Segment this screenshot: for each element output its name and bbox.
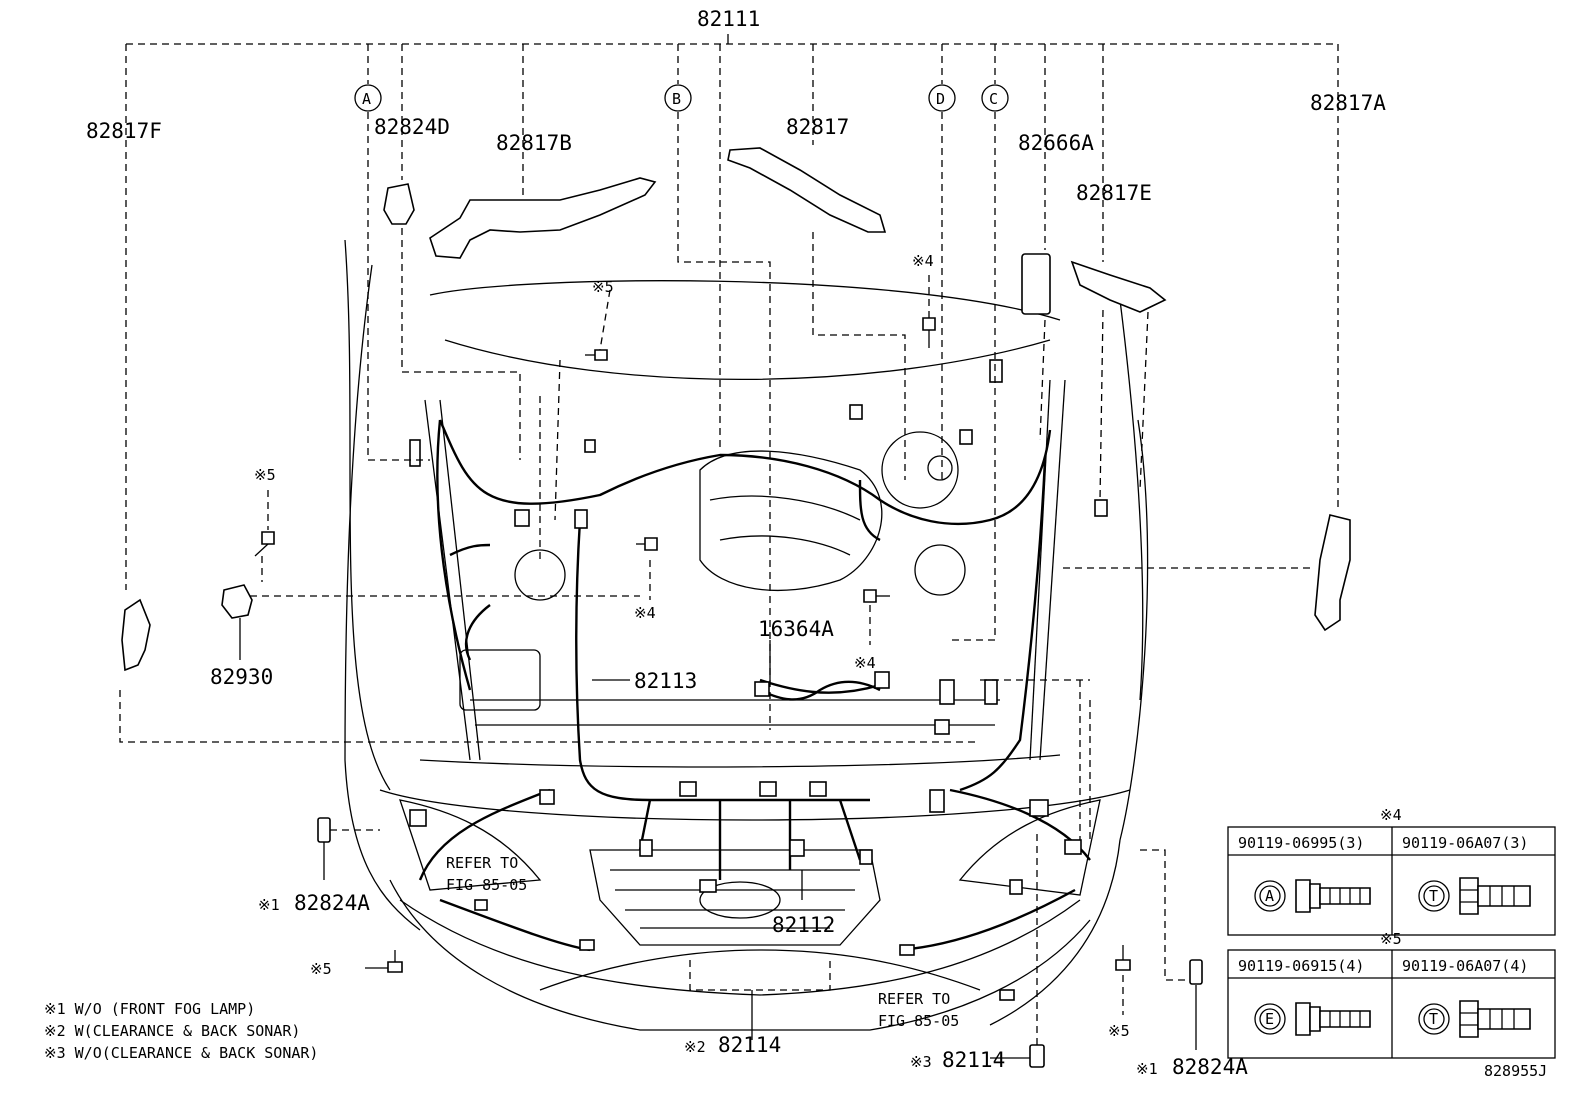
footnote-3: ※3 W/O(CLEARANCE & BACK SONAR) (44, 1044, 318, 1062)
table-note5-symbol-2: T (1429, 1010, 1438, 1028)
part-82824A-right-shape (1189, 959, 1203, 985)
engine-room-harness (409, 359, 1108, 1001)
label-82112: 82112 (772, 913, 835, 937)
part-82817B-shape (429, 177, 657, 259)
refer-notes: REFER TO FIG 85-05 REFER TO FIG 85-05 (446, 854, 959, 1030)
mark-note5-bolt-top: ※5 (592, 278, 614, 296)
refer-right-line1: REFER TO (878, 990, 950, 1008)
table-note4-partno-2: 90119-06A07(3) (1402, 834, 1528, 852)
label-82817E: 82817E (1076, 181, 1152, 205)
label-82930: 82930 (210, 665, 273, 689)
mark-note4-bolt-right: ※4 (854, 654, 876, 672)
refer-right-line2: FIG 85-05 (878, 1012, 959, 1030)
part-82930-shape (221, 584, 253, 619)
part-82817-shape (727, 147, 887, 233)
callout-A: A (362, 90, 371, 108)
callout-D: D (936, 90, 945, 108)
callout-C: C (989, 90, 998, 108)
label-82824A-left: 82824A (294, 891, 370, 915)
table-note4-partno-1: 90119-06995(3) (1238, 834, 1364, 852)
refer-left-line1: REFER TO (446, 854, 518, 872)
table-note5-header: ※5 (1380, 930, 1402, 948)
label-82113: 82113 (634, 669, 697, 693)
label-82114-right: 82114 (942, 1048, 1005, 1072)
mark-note5-bumper-left: ※5 (310, 960, 332, 978)
part-82824D-shape (383, 183, 415, 225)
bolt-flange-icon (1295, 879, 1311, 913)
refer-left-line2: FIG 85-05 (446, 876, 527, 894)
mark-note1-right: ※1 (1136, 1060, 1158, 1078)
fastener-table-note5: ※5 90119-06915(4) 90119-06A07(4) E T (1227, 930, 1556, 1059)
part-82817F-shape (121, 598, 151, 672)
mark-note5-bumper-right: ※5 (1108, 1022, 1130, 1040)
callout-B: B (672, 90, 681, 108)
part-82817E-shape (1070, 260, 1167, 313)
table-note5-symbol-1: E (1265, 1010, 1274, 1028)
callout-letters: A B D C (354, 84, 1009, 112)
leader-lines (119, 34, 1339, 1059)
label-16364A: 16364A (758, 617, 834, 641)
table-note5-partno-2: 90119-06A07(4) (1402, 957, 1528, 975)
mark-note1-left: ※1 (258, 896, 280, 914)
part-labels: 82111 82817F 82824D 82817B 82817 82666A … (86, 7, 1547, 1080)
mark-note4-bolt-center: ※4 (634, 604, 656, 622)
mark-note3-right: ※3 (910, 1053, 932, 1071)
vehicle-body-outline (344, 239, 1149, 1031)
fastener-table-note4: ※4 90119-06995(3) 90119-06A07(3) A T (1227, 806, 1556, 936)
footnote-1: ※1 W/O (FRONT FOG LAMP) (44, 1000, 255, 1018)
bolt-shapes (254, 317, 1131, 973)
table-note4-header: ※4 (1380, 806, 1402, 824)
footnotes: ※1 W/O (FRONT FOG LAMP) ※2 W(CLEARANCE &… (44, 1000, 318, 1062)
label-82114-center: 82114 (718, 1033, 781, 1057)
component-parts (121, 147, 1351, 1068)
part-82817A-shape (1314, 514, 1351, 632)
label-82666A: 82666A (1018, 131, 1094, 155)
table-note5-partno-1: 90119-06915(4) (1238, 957, 1364, 975)
mark-note4-bolt-top: ※4 (912, 252, 934, 270)
bolt-hex-icon (1459, 877, 1479, 915)
label-82817: 82817 (786, 115, 849, 139)
part-82666A-shape (1021, 253, 1051, 315)
part-82114-right-shape (1029, 1044, 1045, 1068)
mark-note2-center: ※2 (684, 1038, 706, 1056)
label-82817B: 82817B (496, 131, 572, 155)
table-note4-symbol-1: A (1265, 887, 1274, 905)
mark-note5-bolt-left: ※5 (254, 466, 276, 484)
label-82111: 82111 (697, 7, 760, 31)
label-82824A-right: 82824A (1172, 1055, 1248, 1079)
diagram-code: 828955J (1484, 1062, 1547, 1080)
reference-marks: ※5 ※4 ※5 ※4 ※4 ※1 ※5 ※5 ※2 ※3 ※1 (254, 252, 1158, 1078)
label-82817A: 82817A (1310, 91, 1386, 115)
footnote-2: ※2 W(CLEARANCE & BACK SONAR) (44, 1022, 300, 1040)
table-note4-symbol-2: T (1429, 887, 1438, 905)
label-82824D: 82824D (374, 115, 450, 139)
label-82817F: 82817F (86, 119, 162, 143)
part-82824A-left-shape (317, 817, 331, 843)
